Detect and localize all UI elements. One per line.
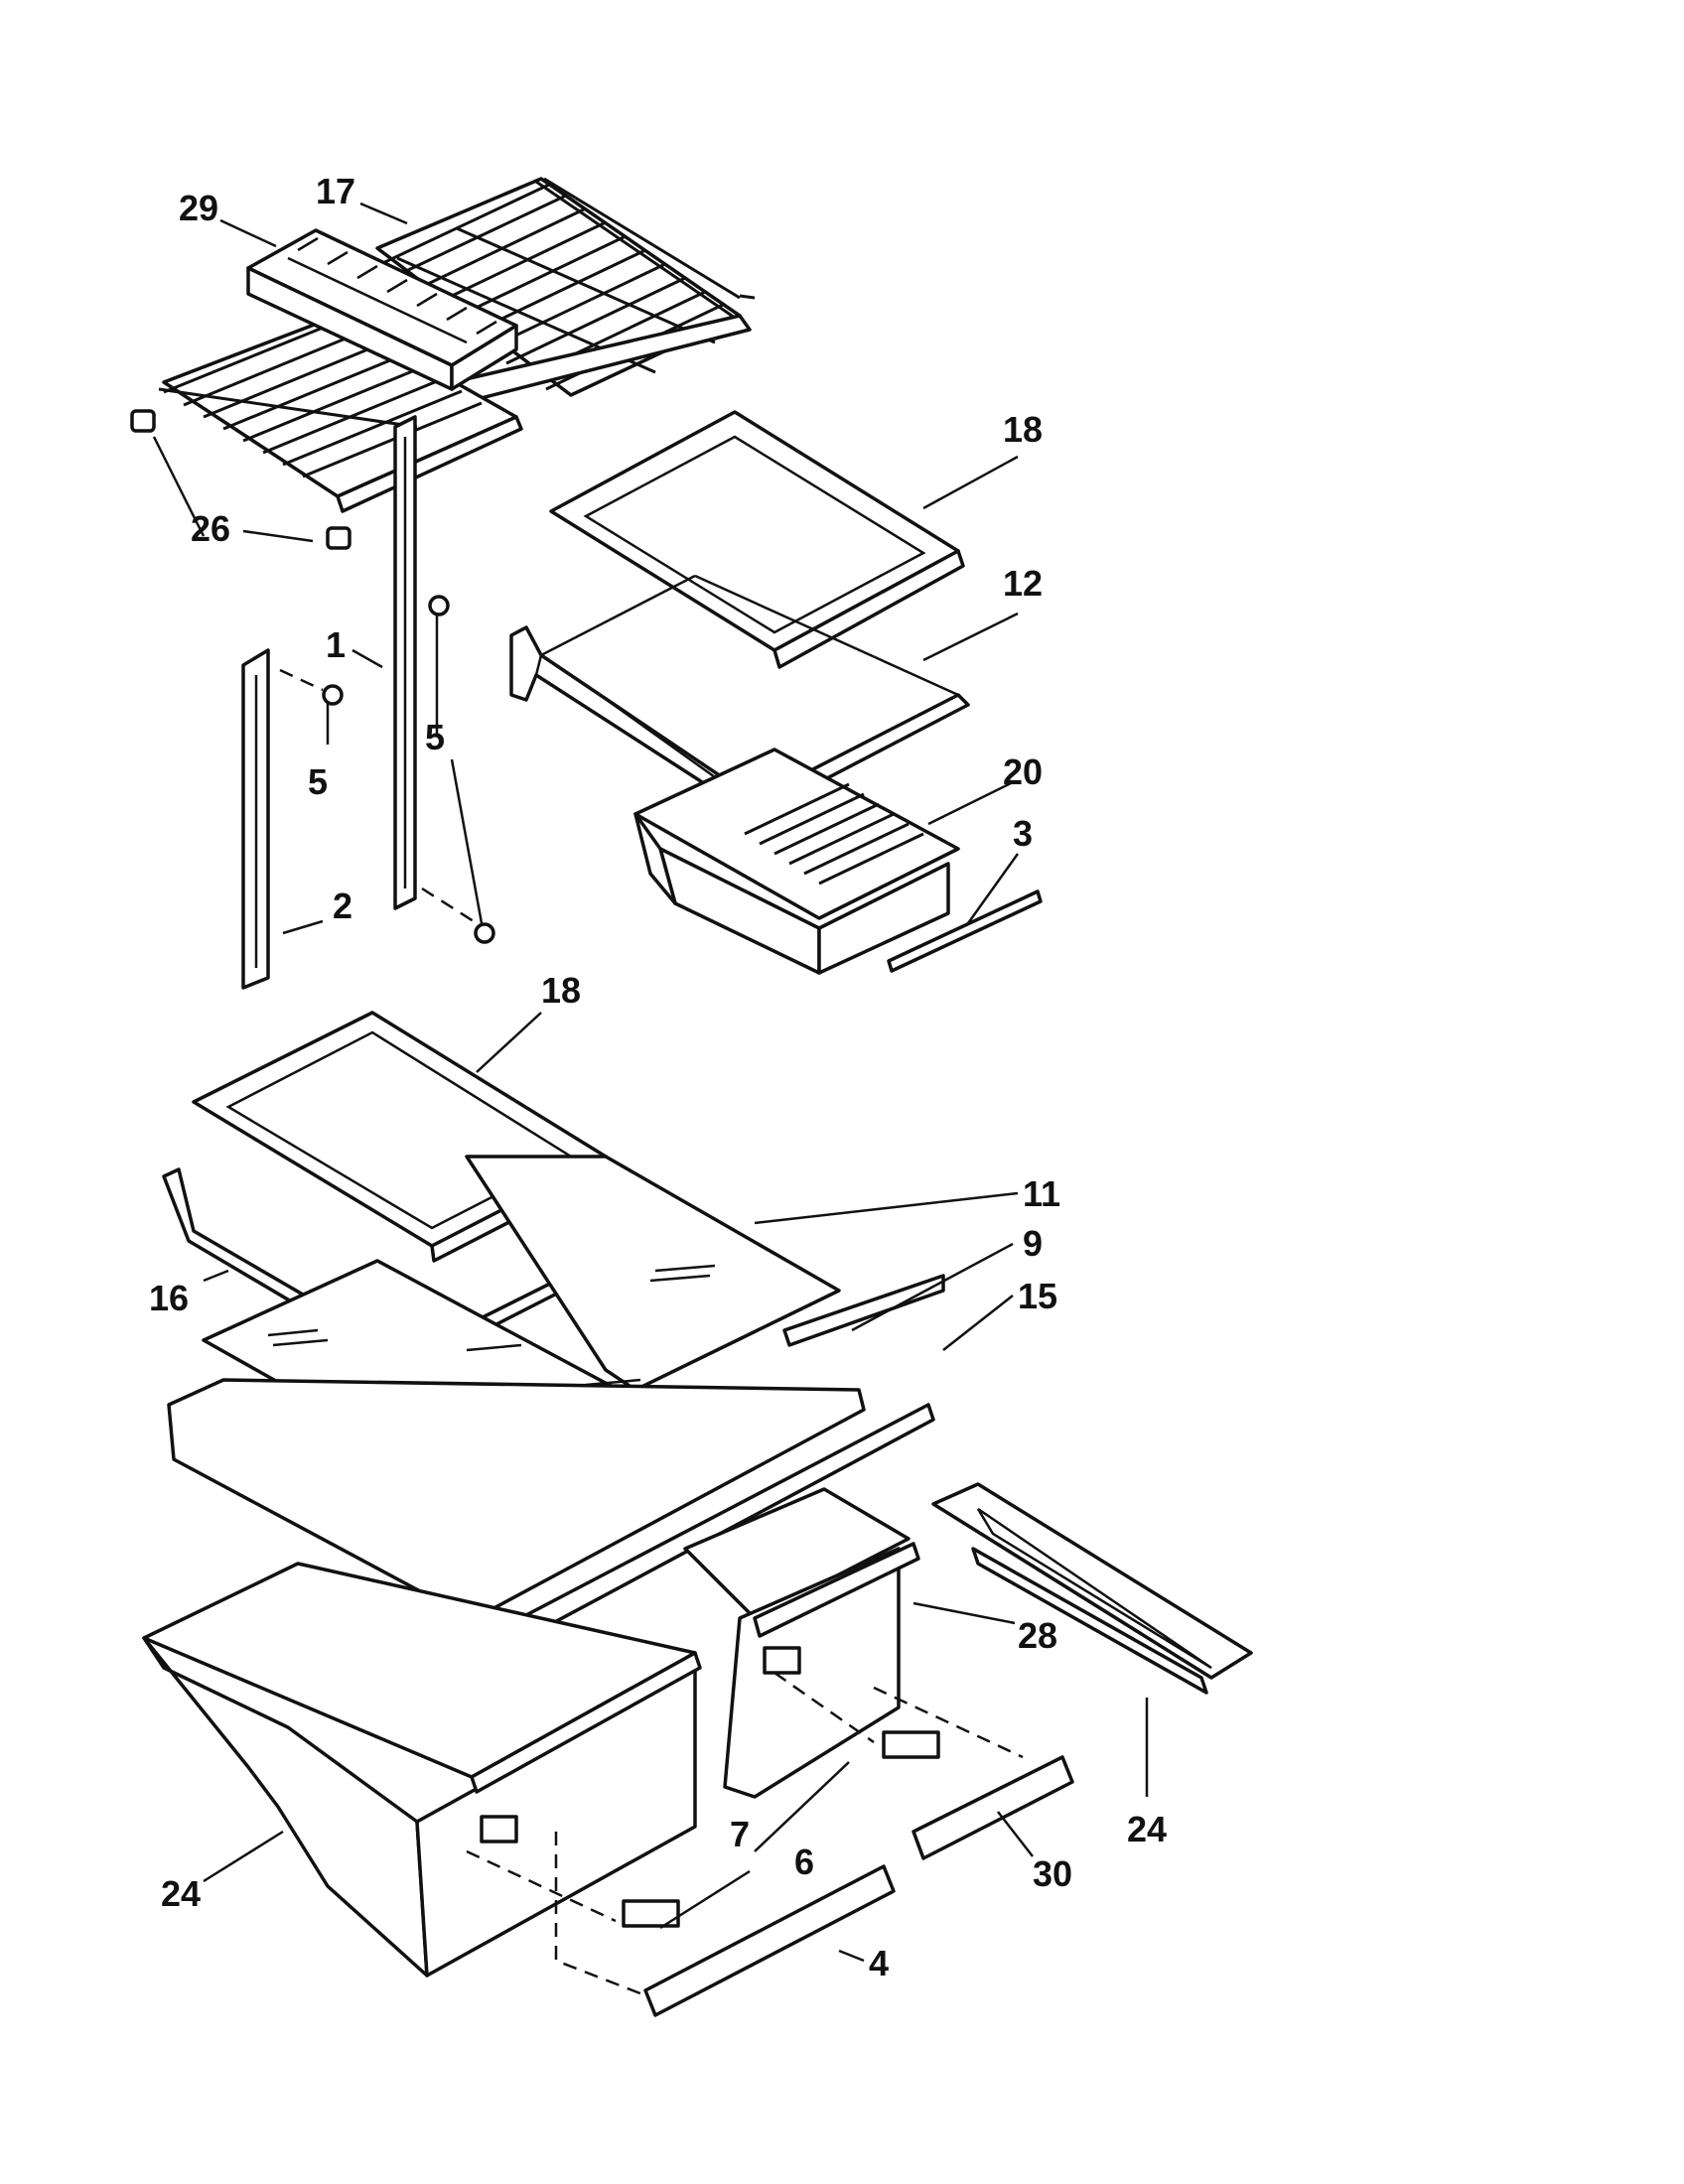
callout-labels: 29 17 18 12 20 3 26 1 5 5 2 18 11 9 15 1…	[149, 171, 1167, 1983]
callout-5-left: 5	[308, 761, 328, 802]
callout-7: 7	[730, 1814, 750, 1854]
callout-4: 4	[869, 1943, 889, 1983]
callout-5-right: 5	[425, 717, 445, 757]
callout-6: 6	[794, 1842, 814, 1882]
callout-28: 24	[1127, 1809, 1167, 1849]
callout-12: 12	[1003, 563, 1043, 604]
callout-3: 3	[1013, 813, 1033, 854]
callout-11: 11	[1023, 1173, 1060, 1214]
lower-crisper-assembly	[142, 1011, 1253, 2017]
callout-24: 24	[161, 1873, 201, 1914]
callout-30: 30	[1033, 1853, 1072, 1894]
callout-22: 29	[179, 188, 218, 228]
callout-16: 16	[149, 1278, 189, 1318]
callout-9: 9	[1023, 1223, 1043, 1264]
callout-20: 20	[1003, 751, 1043, 792]
callout-2: 2	[333, 886, 352, 926]
callout-26: 26	[191, 508, 230, 549]
leader-lines	[152, 202, 1149, 1963]
upper-crisper-assembly	[509, 410, 1043, 975]
callout-18-upper: 18	[1003, 409, 1043, 450]
callout-17: 17	[316, 171, 355, 211]
callout-1: 1	[326, 624, 346, 665]
callout-18-lower: 18	[541, 970, 581, 1011]
wire-shelf-assembly	[130, 177, 756, 550]
callout-29: 28	[1018, 1615, 1057, 1656]
shelf-ladders	[241, 415, 495, 990]
callout-15: 15	[1018, 1276, 1057, 1316]
